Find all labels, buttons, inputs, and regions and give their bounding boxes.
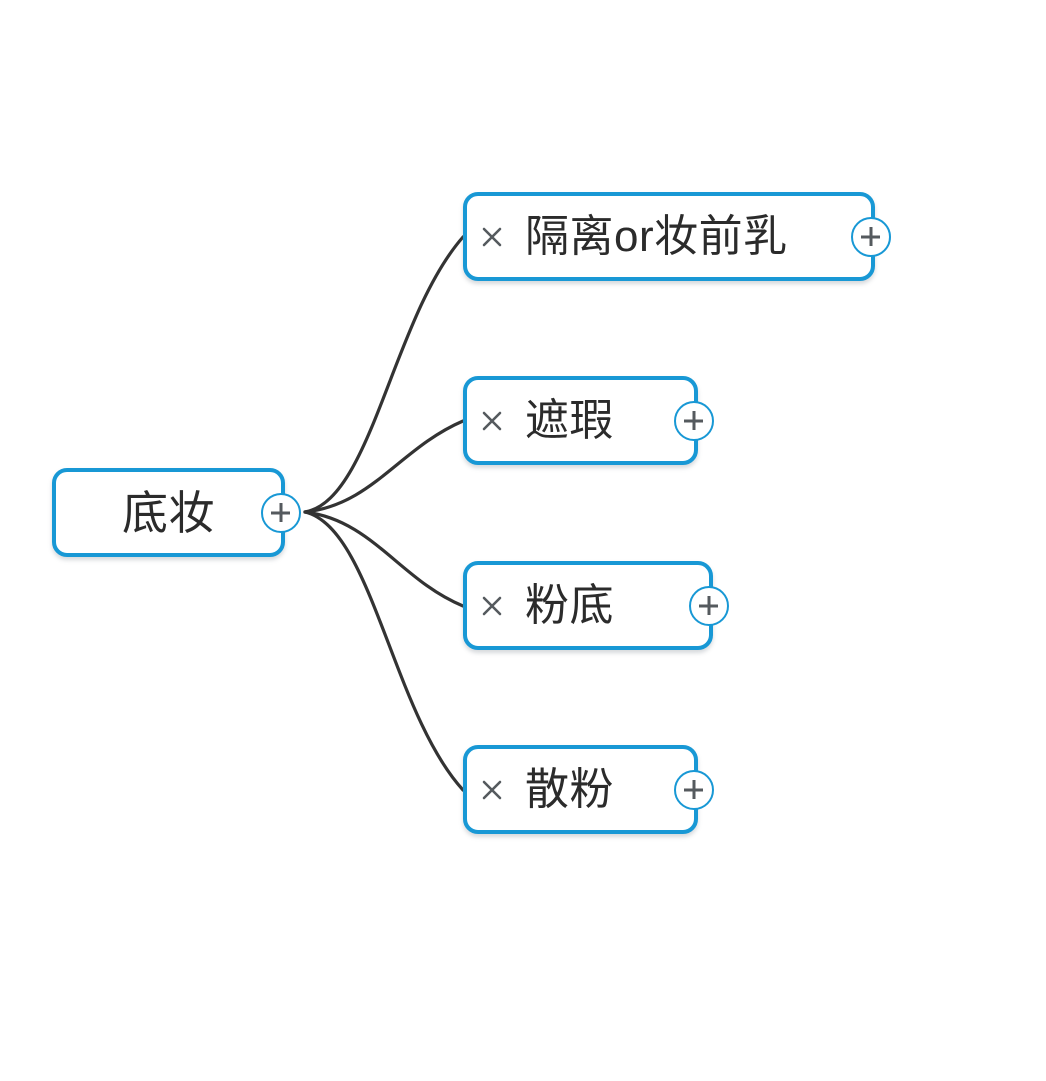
connector-to-child-2 xyxy=(303,419,465,514)
mindmap-child-node[interactable]: 隔离or妆前乳 xyxy=(463,192,891,281)
root-node-label: 底妆 xyxy=(122,486,215,539)
connector-to-child-4 xyxy=(303,510,465,792)
mindmap-child-node[interactable]: 散粉 xyxy=(463,745,714,834)
connector-to-child-3 xyxy=(303,510,465,608)
plus-icon[interactable] xyxy=(261,492,301,533)
close-icon[interactable] xyxy=(479,224,505,250)
close-icon[interactable] xyxy=(479,593,505,619)
mindmap-child-node[interactable]: 遮瑕 xyxy=(463,376,714,465)
child-node-label: 散粉 xyxy=(525,764,614,814)
child-node-label: 隔离or妆前乳 xyxy=(525,211,788,261)
plus-icon[interactable] xyxy=(674,400,714,441)
mindmap-child-node[interactable]: 粉底 xyxy=(463,561,729,650)
connector-to-child-1 xyxy=(303,235,465,514)
plus-icon[interactable] xyxy=(851,216,891,257)
mindmap-root-node[interactable]: 底妆 xyxy=(52,468,301,557)
plus-icon[interactable] xyxy=(674,769,714,810)
close-icon[interactable] xyxy=(479,408,505,434)
close-icon[interactable] xyxy=(479,777,505,803)
child-node-label: 遮瑕 xyxy=(525,395,614,445)
plus-icon[interactable] xyxy=(689,585,729,626)
child-node-label: 粉底 xyxy=(525,580,614,630)
